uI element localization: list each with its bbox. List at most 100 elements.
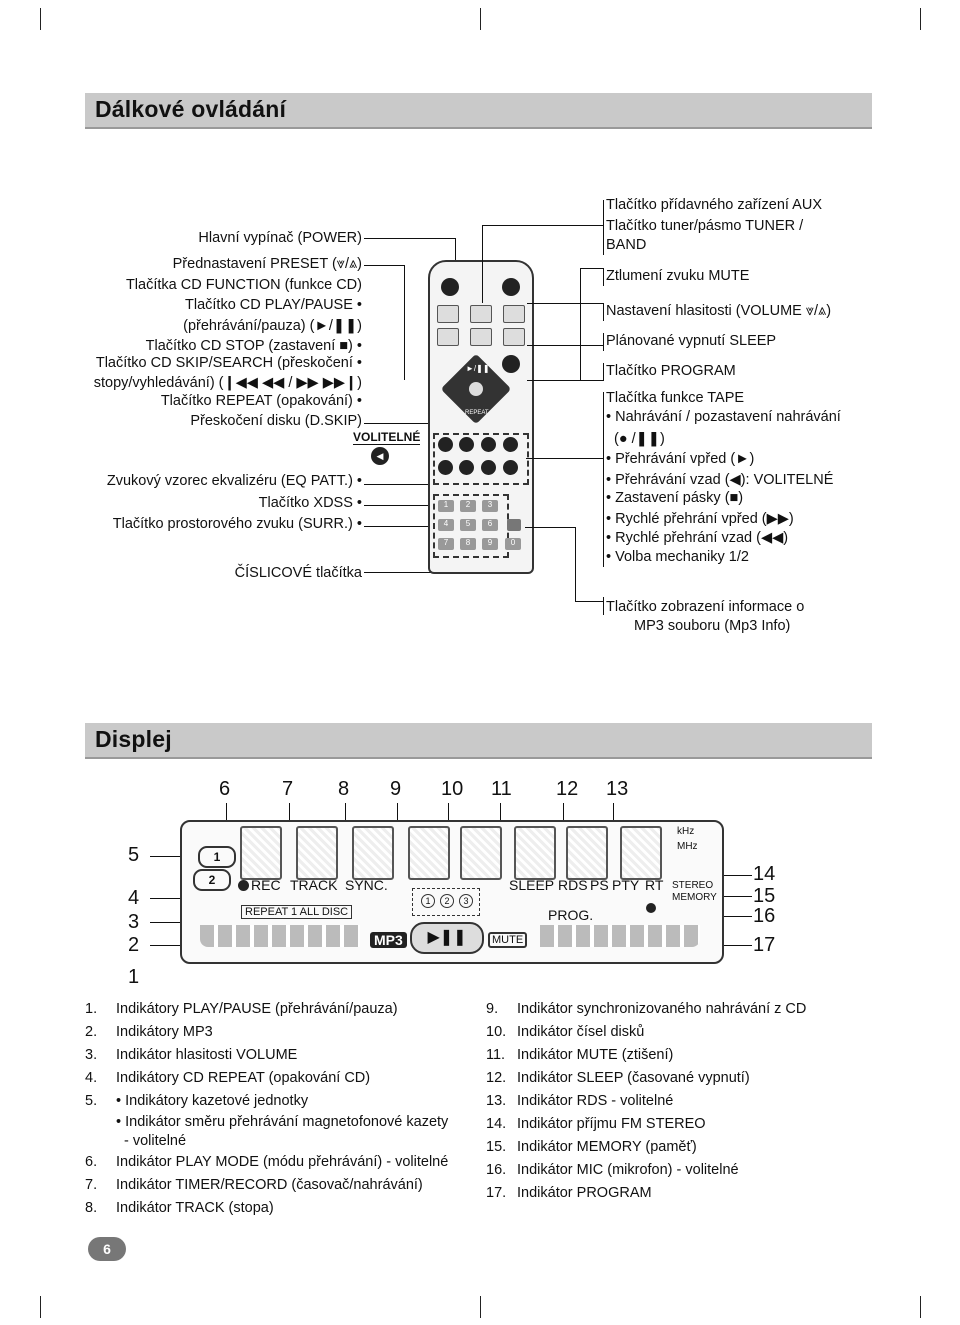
- tape-rew-button[interactable]: [481, 437, 496, 452]
- mp3-indicator: MP3: [370, 932, 407, 948]
- tape-rec-button[interactable]: [438, 437, 453, 452]
- label-preset: Přednastavení PRESET (⩔/⩓): [172, 256, 362, 272]
- label-tape-reverse: • Přehrávání vzad (◀): VOLITELNÉ: [606, 472, 834, 488]
- digit-button[interactable]: 9: [482, 538, 498, 550]
- label-dskip: Přeskočení disku (D.SKIP): [190, 413, 362, 429]
- mute-button[interactable]: [502, 278, 520, 296]
- volume-up-button[interactable]: [503, 305, 525, 323]
- callout-line: [150, 856, 190, 857]
- legend-item: 10.Indikátor čísel disků: [486, 1024, 645, 1040]
- segment-digit: [240, 826, 282, 880]
- callout-number: 13: [606, 778, 629, 800]
- tuner-button[interactable]: [470, 328, 492, 346]
- label-aux: Tlačítko přídavného zařízení AUX: [606, 197, 822, 213]
- legend-item: 13.Indikátor RDS - volitelné: [486, 1093, 674, 1109]
- legend-item: - volitelné: [124, 1133, 187, 1149]
- volume-down-button[interactable]: [503, 328, 525, 346]
- segment-digit: [408, 826, 450, 880]
- digit-button[interactable]: 7: [438, 538, 454, 550]
- crop-mark: [480, 8, 481, 30]
- label-tuner: Tlačítko tuner/pásmo TUNER /: [606, 218, 804, 234]
- tape-stop-button[interactable]: [503, 460, 518, 475]
- digit-button[interactable]: 2: [460, 500, 476, 512]
- tape-play-button[interactable]: [459, 437, 474, 452]
- leader-line: [580, 268, 603, 269]
- label-tape: Tlačítka funkce TAPE: [606, 390, 745, 406]
- mp3-info-button[interactable]: [507, 519, 521, 531]
- section-title: Displej: [95, 726, 172, 752]
- leader-line: [527, 345, 603, 346]
- repeat-label: REPEAT: [465, 410, 489, 416]
- pty-indicator: PTY: [612, 877, 640, 893]
- label-tape-play: • Přehrávání vpřed (►): [606, 451, 755, 467]
- reverse-play-icon: ◀: [371, 447, 389, 465]
- xdss-button[interactable]: [459, 460, 474, 475]
- callout-number: 17: [753, 934, 776, 956]
- rds-indicator: RDS: [558, 877, 588, 893]
- digit-button[interactable]: 4: [438, 519, 454, 531]
- power-button[interactable]: [441, 278, 459, 296]
- leader-line: [603, 268, 604, 286]
- leader-line: [364, 423, 439, 424]
- callout-line: [345, 803, 346, 823]
- page-number-badge: 6: [88, 1237, 126, 1261]
- label-cd-skip-2: stopy/vyhledávání) (❙◀◀ ◀◀ / ▶▶ ▶▶❙): [93, 375, 362, 391]
- leader-line: [525, 527, 575, 528]
- section-title: Dálkové ovládání: [95, 96, 287, 122]
- preset-up-button[interactable]: [437, 305, 459, 323]
- label-tape-rec-2: (● /❚❚): [614, 431, 665, 447]
- stop-button[interactable]: [469, 382, 483, 396]
- label-cd-play: Tlačítko CD PLAY/PAUSE •: [185, 297, 362, 313]
- mute-indicator: MUTE: [488, 932, 528, 948]
- sleep-button[interactable]: [502, 355, 520, 373]
- label-tape-ff: • Rychlé přehrání vpřed (▶▶): [606, 511, 794, 527]
- legend-item: • Indikátor směru přehrávání magnetofono…: [116, 1114, 449, 1130]
- segment-digit: [296, 826, 338, 880]
- digit-button[interactable]: 8: [460, 538, 476, 550]
- legend-item: 12.Indikátor SLEEP (časované vypnutí): [486, 1070, 750, 1086]
- sleep-indicator: SLEEP: [509, 877, 555, 893]
- digit-button[interactable]: 1: [438, 500, 454, 512]
- label-sleep: Plánované vypnutí SLEEP: [606, 333, 777, 349]
- tape-indicator-2: 2: [193, 869, 231, 891]
- callout-number: 8: [338, 778, 350, 800]
- legend-item: 8.Indikátor TRACK (stopa): [85, 1200, 274, 1216]
- label-band: BAND: [606, 237, 647, 253]
- callout-number: 4: [128, 887, 140, 909]
- crop-mark: [40, 1296, 41, 1318]
- tape-rec-pause-button[interactable]: [481, 460, 496, 475]
- legend-item: 15.Indikátor MEMORY (paměť): [486, 1139, 697, 1155]
- tape-indicator-1: 1: [198, 846, 236, 868]
- rt-indicator: RT: [645, 877, 664, 893]
- digit-button[interactable]: 5: [460, 519, 476, 531]
- leader-line: [603, 200, 604, 255]
- label-tape-stop: • Zastavení pásky (■): [606, 490, 744, 506]
- timer-icon: [238, 880, 249, 891]
- callout-number: 16: [753, 905, 776, 927]
- legend-item: 5.• Indikátory kazetové jednotky: [85, 1093, 309, 1109]
- tape-ff-button[interactable]: [503, 437, 518, 452]
- callout-number: 5: [128, 844, 140, 866]
- legend-item: 11.Indikátor MUTE (ztišení): [486, 1047, 674, 1063]
- tape-buttons-group: [433, 433, 529, 485]
- prog-indicator: PROG.: [548, 907, 594, 923]
- digit-button[interactable]: 6: [482, 519, 498, 531]
- leader-line: [603, 363, 604, 381]
- segment-digit: [460, 826, 502, 880]
- section-header-remote: Dálkové ovládání: [85, 93, 872, 129]
- leader-line: [575, 601, 603, 602]
- leader-line: [364, 526, 439, 527]
- callout-number: 3: [128, 911, 140, 933]
- digit-button[interactable]: 3: [482, 500, 498, 512]
- leader-line: [526, 458, 603, 459]
- callout-number: 12: [556, 778, 579, 800]
- legend-left: 1.Indikátory PLAY/PAUSE (přehrávání/pauz…: [85, 998, 448, 1220]
- callout-line: [150, 922, 190, 923]
- leader-line: [482, 225, 483, 303]
- mhz-indicator: MHz: [677, 841, 698, 852]
- callout-line: [613, 803, 614, 823]
- eq-button[interactable]: [438, 460, 453, 475]
- preset-down-button[interactable]: [437, 328, 459, 346]
- aux-button[interactable]: [470, 305, 492, 323]
- digit-button[interactable]: 0: [505, 538, 521, 550]
